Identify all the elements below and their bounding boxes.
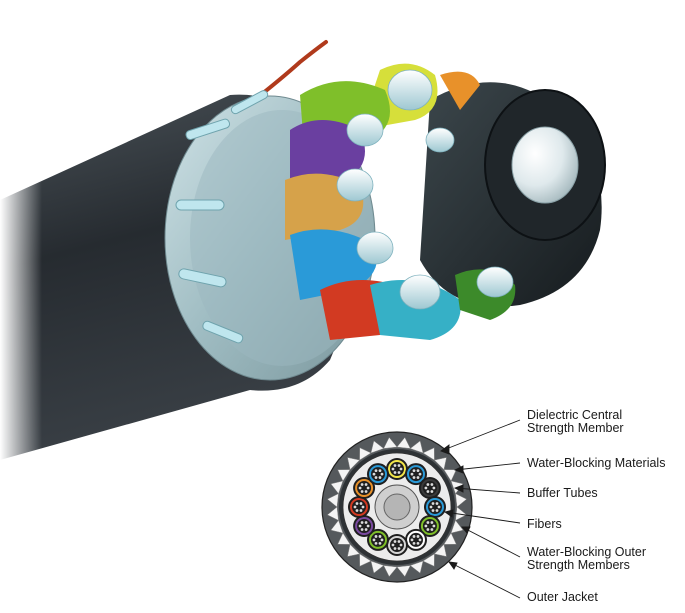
- cross-section: [321, 431, 473, 583]
- strength-member-tooth: [326, 493, 339, 508]
- cross-buffer-tube: [405, 528, 427, 551]
- strength-member-tooth: [330, 519, 344, 534]
- strength-member-tooth: [443, 469, 457, 482]
- label-water-blocking-materials: Water-Blocking Materials: [527, 456, 666, 470]
- cross-buffer-tube: [353, 515, 376, 537]
- cross-strength-members: [326, 436, 468, 578]
- cross-buffer-tubes: [348, 458, 446, 556]
- label-central-strength-member: Dielectric Central Strength Member: [527, 408, 624, 435]
- label-outer-jacket: Outer Jacket: [527, 590, 598, 604]
- callout-leaders: [440, 419, 521, 599]
- strength-member-tooth: [455, 493, 468, 508]
- strength-member-tooth: [330, 480, 344, 495]
- strength-member-tooth: [433, 457, 447, 471]
- fiber-bundles: [336, 69, 514, 310]
- label-fibers: Fibers: [527, 517, 562, 531]
- cross-buffer-tube: [353, 477, 376, 499]
- label-buffer-tubes: Buffer Tubes: [527, 486, 598, 500]
- strength-member-tooth: [422, 447, 435, 461]
- strength-member-tooth: [326, 506, 339, 521]
- strength-member-tooth: [396, 565, 411, 578]
- strength-member-tooth: [450, 519, 464, 534]
- strength-member-tooth: [359, 447, 372, 461]
- label-outer-strength-members: Water-Blocking Outer Strength Members: [527, 545, 647, 572]
- cross-buffer-tube: [367, 463, 389, 486]
- strength-member-tooth: [383, 436, 398, 449]
- cross-buffer-tube: [405, 463, 427, 486]
- strength-member-tooth: [422, 553, 435, 567]
- cross-buffer-tube: [386, 458, 408, 480]
- strength-member-tooth: [337, 532, 351, 545]
- strength-rods: [175, 90, 269, 344]
- strength-member-tooth: [347, 543, 361, 557]
- strength-member-tooth: [370, 560, 385, 574]
- central-strength-member-3d: [511, 126, 579, 204]
- strength-member-tooth: [337, 469, 351, 482]
- cross-buffer-tube: [367, 528, 389, 551]
- cross-buffer-tube: [386, 534, 408, 556]
- cross-buffer-tube: [424, 496, 446, 518]
- cross-buffer-tube: [418, 477, 441, 499]
- jacket-fade: [0, 180, 120, 480]
- strength-member-tooth: [409, 560, 424, 574]
- strength-member-tooth: [383, 565, 398, 578]
- strength-member-tooth: [359, 553, 372, 567]
- cross-buffer-tube: [418, 515, 441, 537]
- cross-buffer-tube: [348, 496, 370, 518]
- strength-member-tooth: [433, 543, 447, 557]
- strength-member-tooth: [443, 532, 457, 545]
- strength-member-tooth: [347, 457, 361, 471]
- cable-illustration: [0, 40, 606, 480]
- strength-member-tooth: [396, 436, 411, 449]
- strength-member-tooth: [409, 440, 424, 454]
- strength-member-tooth: [370, 440, 385, 454]
